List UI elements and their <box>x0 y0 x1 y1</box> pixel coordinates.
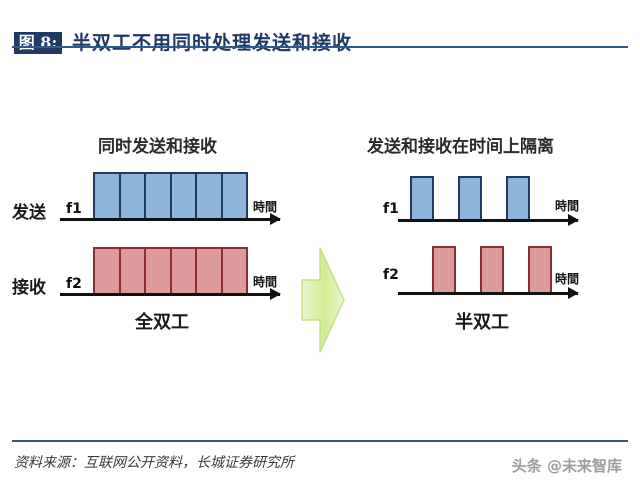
receive-time-axis <box>60 288 281 300</box>
half-duplex-send-pulse <box>458 176 482 222</box>
receive-time-axis-label: 時間 <box>253 275 278 289</box>
send-time-axis-label: 時間 <box>253 200 278 214</box>
half-duplex-receive-pulse <box>480 246 504 294</box>
send-time-axis <box>60 213 281 225</box>
signal-segment <box>197 249 223 293</box>
half-duplex-receive-pulse <box>432 246 456 294</box>
page-title: 半双工不用同时处理发送和接收 <box>72 32 353 54</box>
signal-segment <box>146 249 172 293</box>
watermark: 头条 @未来智库 <box>511 457 622 475</box>
full-duplex-send-signal-block <box>93 172 248 220</box>
figure-number-badge: 图 8: <box>12 30 64 56</box>
signal-segment <box>197 174 223 218</box>
arrow-head-icon <box>270 213 281 225</box>
arrow-head-icon <box>568 214 579 226</box>
half-duplex-f1-label: f1 <box>383 201 399 217</box>
half-duplex-receive-time-label: 時間 <box>555 272 580 286</box>
left-panel-title-text: 同时发送和接收 <box>98 137 217 157</box>
signal-segment <box>95 249 121 293</box>
source-attribution: 资料来源：互联网公开资料，长城证券研究所 <box>14 455 294 471</box>
half-duplex-send-time-axis <box>398 214 579 226</box>
footer-divider <box>12 440 628 442</box>
diagram-canvas: 同时发送和接收 发送 f1 時間 接收 f2 時間 全双工 <box>0 60 640 430</box>
full-duplex-label: 全双工 <box>135 312 189 333</box>
half-duplex-label: 半双工 <box>455 312 509 333</box>
signal-segment <box>172 174 197 218</box>
full-duplex-receive-signal-block <box>93 247 248 295</box>
signal-segment <box>172 249 197 293</box>
half-duplex-receive-time-axis <box>398 287 579 299</box>
receive-frequency-label: f2 <box>66 276 82 292</box>
arrow-head-icon <box>270 288 281 300</box>
arrow-head-icon <box>568 287 579 299</box>
half-duplex-f2-label: f2 <box>383 267 399 283</box>
half-duplex-send-time-label: 時間 <box>555 199 580 213</box>
signal-segment <box>95 174 121 218</box>
send-frequency-label: f1 <box>66 201 82 217</box>
right-panel-title: 发送和接收在时间上隔离 <box>367 137 554 157</box>
signal-segment <box>223 249 247 293</box>
right-arrow-icon <box>301 247 345 353</box>
half-duplex-send-pulse <box>506 176 530 222</box>
signal-segment <box>121 174 146 218</box>
signal-segment <box>121 249 146 293</box>
left-panel-title: 同时发送和接收 <box>98 132 217 157</box>
send-row-label: 发送 <box>12 203 46 223</box>
receive-row-label: 接收 <box>12 278 46 298</box>
half-duplex-receive-pulse <box>528 246 552 294</box>
title-divider <box>12 46 628 48</box>
signal-segment <box>146 174 172 218</box>
half-duplex-send-pulse <box>410 176 434 222</box>
signal-segment <box>223 174 247 218</box>
figure-header: 图 8: 半双工不用同时处理发送和接收 <box>0 14 640 56</box>
